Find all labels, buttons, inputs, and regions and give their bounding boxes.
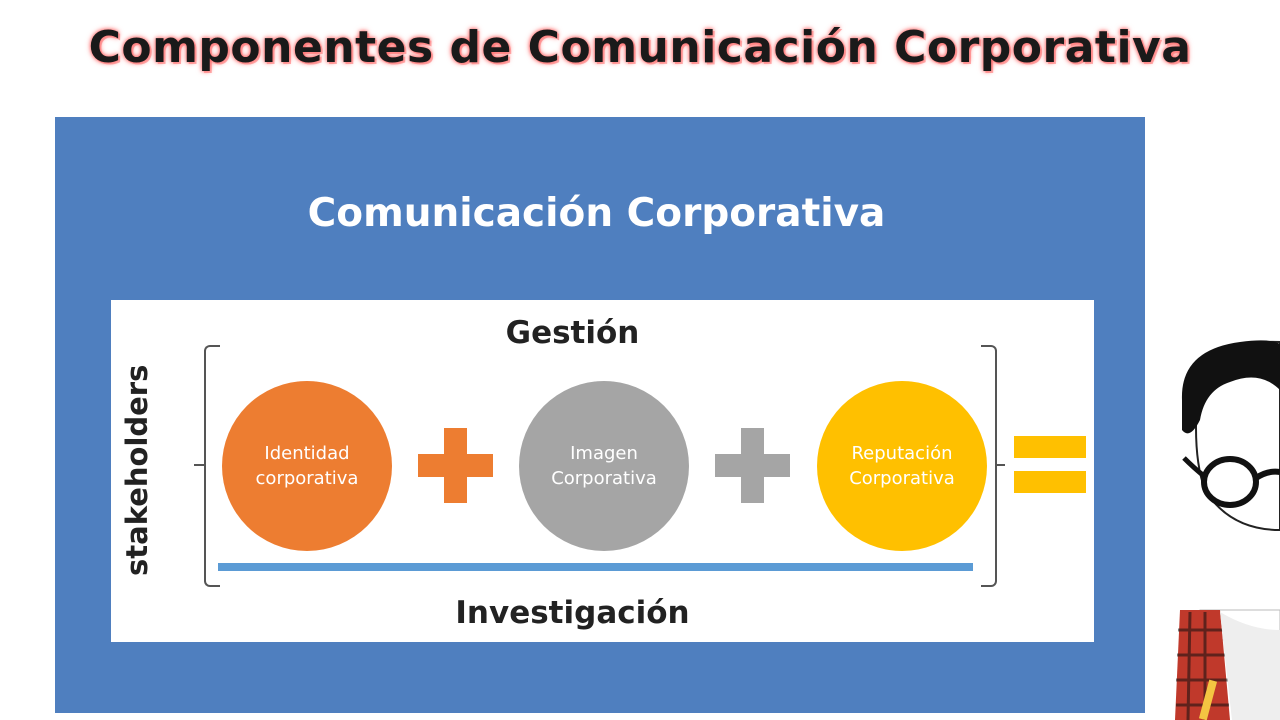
circle-label-line: Corporativa	[849, 468, 955, 489]
imagen-corporativa-circle: Imagen Corporativa	[519, 381, 689, 551]
gestion-label: Gestión	[505, 315, 640, 351]
reputacion-corporativa-circle: Reputación Corporativa	[817, 381, 987, 551]
plus-icon	[715, 428, 790, 503]
cartoon-man-glasses-icon	[1175, 340, 1280, 720]
right-bracket-tip	[995, 464, 1005, 466]
plus-icon	[418, 428, 493, 503]
page-title: Componentes de Comunicación Corporativa	[88, 22, 1192, 73]
circle-label-line: Imagen	[570, 443, 638, 464]
circle-label-line: Corporativa	[551, 468, 657, 489]
circle-label-line: corporativa	[255, 468, 359, 489]
left-bracket-tip	[194, 464, 204, 466]
research-base-line	[218, 563, 973, 571]
identidad-corporativa-circle: Identidad corporativa	[222, 381, 392, 551]
left-bracket	[204, 345, 220, 587]
equals-icon	[1014, 436, 1086, 496]
circle-label-line: Identidad	[264, 443, 350, 464]
investigacion-label: Investigación	[455, 595, 690, 631]
circle-label-line: Reputación	[851, 443, 953, 464]
panel-title: Comunicación Corporativa	[307, 191, 886, 236]
stakeholders-label: stakeholders	[120, 364, 154, 576]
right-bracket	[981, 345, 997, 587]
components-diagram: Gestión stakeholders Identidad corporati…	[111, 300, 1094, 642]
corporate-communication-panel: Comunicación Corporativa Gestión stakeho…	[55, 117, 1145, 713]
